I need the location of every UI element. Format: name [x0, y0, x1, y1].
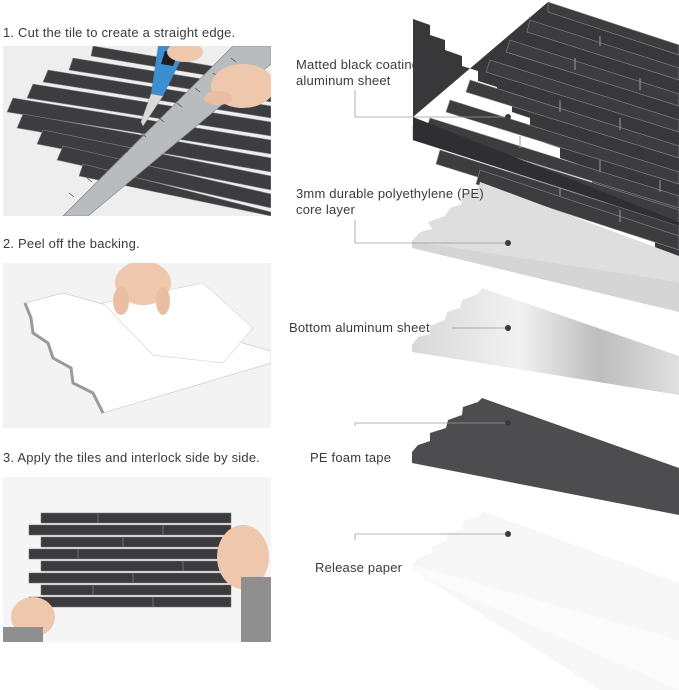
layer-4-label: PE foam tape: [310, 450, 391, 466]
installed-tile-panel: [28, 512, 232, 608]
leader-dots: [505, 114, 511, 537]
step-3-label: 3. Apply the tiles and interlock side by…: [3, 450, 261, 465]
hand-right: [217, 525, 271, 642]
hand-top: [167, 46, 203, 62]
layer-3-label: Bottom aluminum sheet: [289, 320, 430, 336]
cutting-illustration: [3, 46, 271, 216]
step-1-photo: [3, 46, 271, 216]
layer-1-label: Matted black coating aluminum sheet: [296, 57, 419, 89]
step-3-photo: [3, 477, 271, 642]
layer-release-paper: [412, 511, 679, 690]
layer-2-label: 3mm durable polyethylene (PE) core layer: [296, 186, 484, 218]
layer-2-label-line2: core layer: [296, 202, 356, 217]
peeling-illustration: [3, 263, 271, 428]
layer-2-label-line1: 3mm durable polyethylene (PE): [296, 186, 484, 201]
hand: [113, 263, 171, 315]
white-tile-edges: [23, 292, 271, 414]
layer-5-label: Release paper: [315, 560, 402, 576]
layer-bottom-aluminum: [412, 288, 679, 395]
layer-1-label-line2: aluminum sheet: [296, 73, 391, 88]
layer-4-label-line1: PE foam tape: [310, 450, 392, 465]
layer-5-label-line1: Release paper: [315, 560, 403, 575]
layer-1-label-line1: Matted black coating: [296, 57, 420, 72]
leader-lines: [354, 90, 508, 540]
step-2-photo: [3, 263, 271, 428]
layer-foam-tape: [412, 398, 679, 515]
hand-left: [3, 597, 55, 642]
layer-3-label-line1: Bottom aluminum sheet: [289, 320, 430, 335]
layer-black-aluminum: [412, 1, 679, 258]
hand-right: [204, 64, 271, 108]
step-1-label: 1. Cut the tile to create a straight edg…: [3, 25, 236, 40]
tile-joints: [77, 513, 184, 607]
step-2-label: 2. Peel off the backing.: [3, 236, 140, 251]
applying-illustration: [3, 477, 271, 642]
layer-pe-core: [412, 182, 679, 312]
